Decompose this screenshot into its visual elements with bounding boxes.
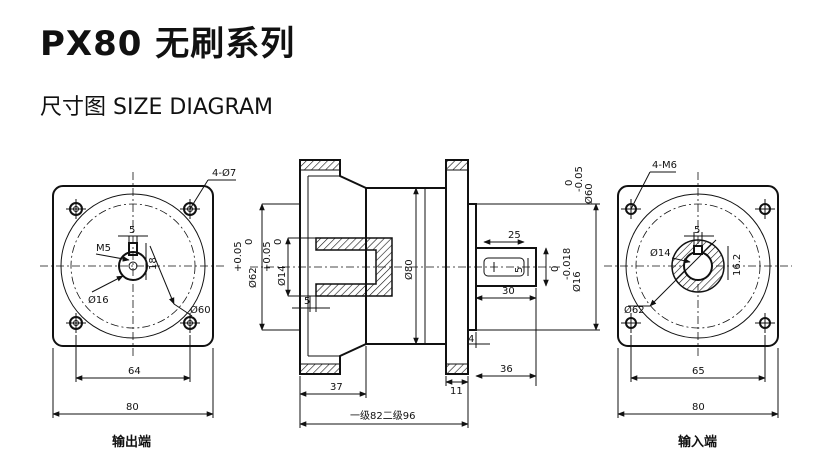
side-flange-length: 37 xyxy=(330,382,343,393)
input-end-view: 4-M6 5 Ø14 16.2 Ø62 65 80 输入端 xyxy=(604,160,792,450)
input-hole-callout: 4-M6 xyxy=(652,160,677,171)
side-view: +0.05 0 Ø62 +0.05 0 Ø14 5 Ø80 37 一级82二级9… xyxy=(233,159,600,428)
side-bore-dia: Ø14 xyxy=(276,265,288,286)
side-shaft-dia: Ø16 xyxy=(571,271,583,292)
side-pilot-dia: Ø62 xyxy=(247,267,259,288)
side-key-length: 25 xyxy=(508,230,521,241)
output-hole-spacing: 64 xyxy=(128,366,141,377)
input-flange-width: 80 xyxy=(692,402,705,413)
output-key-width: 5 xyxy=(129,225,135,236)
side-flange-thickness: 11 xyxy=(450,386,463,397)
side-stage-length: 一级82二级96 xyxy=(350,410,415,422)
output-mounting-holes xyxy=(66,199,200,333)
side-shaft-tol-lower: -0.018 xyxy=(562,248,573,280)
output-shaft-dia: Ø16 xyxy=(88,294,109,306)
input-keyway xyxy=(693,245,703,255)
side-shaft-tol-upper: 0 xyxy=(550,266,561,272)
side-key-offset: 30 xyxy=(502,286,515,297)
input-bore xyxy=(683,251,713,281)
output-thread-label: M5 xyxy=(96,243,111,254)
input-key-width: 5 xyxy=(694,225,700,236)
input-bore xyxy=(315,237,393,297)
input-bore-dia: Ø14 xyxy=(650,247,671,259)
side-outer-dia: Ø60 xyxy=(583,183,595,204)
input-pcd: Ø62 xyxy=(624,304,645,316)
side-outer-tol-upper: 0 xyxy=(564,180,575,186)
side-bore-tol-upper: +0.05 xyxy=(262,241,273,272)
input-caption: 输入端 xyxy=(678,434,717,450)
side-pilot-tol-upper: +0.05 xyxy=(233,241,244,272)
output-key xyxy=(128,242,138,256)
page-subtitle: 尺寸图 SIZE DIAGRAM xyxy=(40,95,273,120)
input-hole-spacing: 65 xyxy=(692,366,705,377)
output-caption: 输出端 xyxy=(112,434,151,450)
input-key-depth: 16.2 xyxy=(732,254,743,276)
side-body-dia: Ø80 xyxy=(403,259,415,280)
side-pilot-tol-lower: 0 xyxy=(244,239,255,245)
output-shaft xyxy=(118,251,148,281)
page-title: PX80 无刷系列 xyxy=(40,24,296,64)
input-mounting-holes xyxy=(621,199,775,333)
input-flange-outline xyxy=(617,185,779,347)
output-hole-callout: 4-Ø7 xyxy=(212,167,236,179)
side-shaft-length: 36 xyxy=(500,364,513,375)
side-outer-tol-lower: -0.05 xyxy=(574,166,585,192)
side-bore-tol-lower: 0 xyxy=(273,239,284,245)
side-shoulder: 4 xyxy=(468,334,474,345)
output-key-height: 18 xyxy=(148,257,159,270)
side-bore-offset: 5 xyxy=(304,296,310,307)
output-end-view: 4-Ø7 5 M5 18 Ø16 Ø60 64 80 输出端 xyxy=(40,167,236,450)
output-flange-width: 80 xyxy=(126,402,139,413)
side-key-width: 5 xyxy=(514,267,525,273)
output-pcd: Ø60 xyxy=(190,304,211,316)
